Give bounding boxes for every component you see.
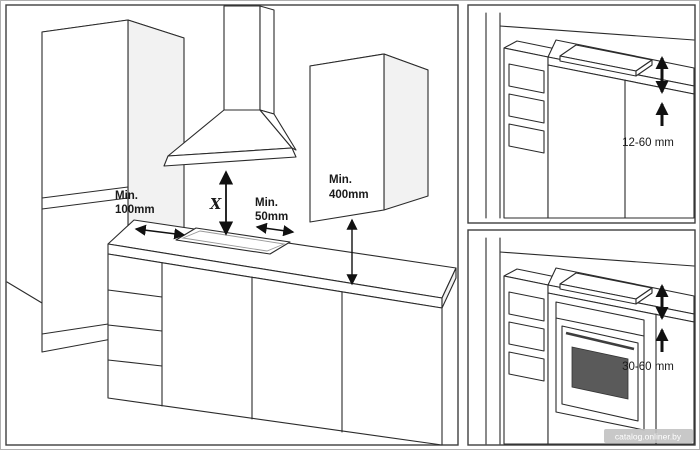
cooktop	[559, 272, 653, 305]
watermark-text: catalog.onliner.by	[615, 432, 682, 442]
cabinet-door-seam	[41, 197, 129, 210]
oven-control-panel-line	[555, 317, 645, 337]
min-100mm-arrow	[134, 224, 186, 240]
hood-rim	[163, 147, 297, 167]
drawer-front	[508, 123, 545, 154]
bottom-right-panel: 30-60 mm catalog.onliner.by	[467, 229, 696, 446]
main-panel-border	[5, 4, 459, 446]
min-100mm-value: 100mm	[115, 204, 155, 216]
counter-run	[107, 219, 457, 446]
embed-depth-label: 12-60 mm	[622, 137, 674, 149]
drawer-front	[508, 321, 545, 352]
wall-cabinet	[309, 53, 429, 223]
min-50mm-value: 50mm	[255, 211, 288, 223]
range-hood	[163, 5, 297, 167]
cooktop-thickness-end	[635, 59, 653, 77]
min-100mm-label: Min.	[115, 190, 138, 202]
top-right-panel: 12-60 mm	[467, 4, 696, 224]
hood-canopy-side	[259, 109, 297, 151]
min-50mm-arrow	[255, 222, 295, 237]
drawer-seam	[107, 289, 163, 298]
built-in-oven	[555, 301, 645, 431]
drawer-seam	[107, 359, 163, 367]
min-400mm-label: Min.	[329, 174, 352, 186]
hood-chimney-front	[223, 5, 261, 111]
cabinet-door-seam	[41, 186, 129, 199]
oven-window	[571, 346, 629, 400]
main-panel: Min. 100mm X Min. 50mm Min. 400mm	[5, 4, 459, 446]
hood-distance-label: X	[209, 196, 222, 213]
drawer-front	[508, 291, 545, 322]
drawer-seam	[107, 324, 163, 332]
oven-handle	[565, 331, 635, 351]
bottom-right-panel-border	[467, 229, 696, 446]
drawer-stack	[503, 40, 562, 219]
base-cabinet-front	[107, 253, 443, 446]
watermark-background	[604, 429, 693, 443]
hood-chimney-side	[259, 5, 275, 115]
floor-wall-line	[6, 281, 43, 304]
min-50mm-label: Min.	[255, 197, 278, 209]
wall-cabinet-side	[383, 53, 429, 211]
wall-cabinet-front	[309, 53, 385, 223]
wall-top-line	[499, 25, 695, 41]
watermark: catalog.onliner.by	[604, 429, 693, 443]
cooktop-thickness-end	[635, 287, 653, 305]
embed-depth-label: 30-60 mm	[622, 361, 674, 373]
drawer-front	[508, 63, 545, 94]
cooktop-inner-line	[181, 230, 286, 252]
top-right-panel-border	[467, 4, 696, 224]
wall-top-line	[499, 251, 695, 267]
drawer-front	[508, 93, 545, 124]
drawer-stack	[503, 268, 562, 445]
drawer-front	[508, 351, 545, 382]
min-400mm-value: 400mm	[329, 189, 369, 201]
cooktop	[559, 44, 653, 77]
